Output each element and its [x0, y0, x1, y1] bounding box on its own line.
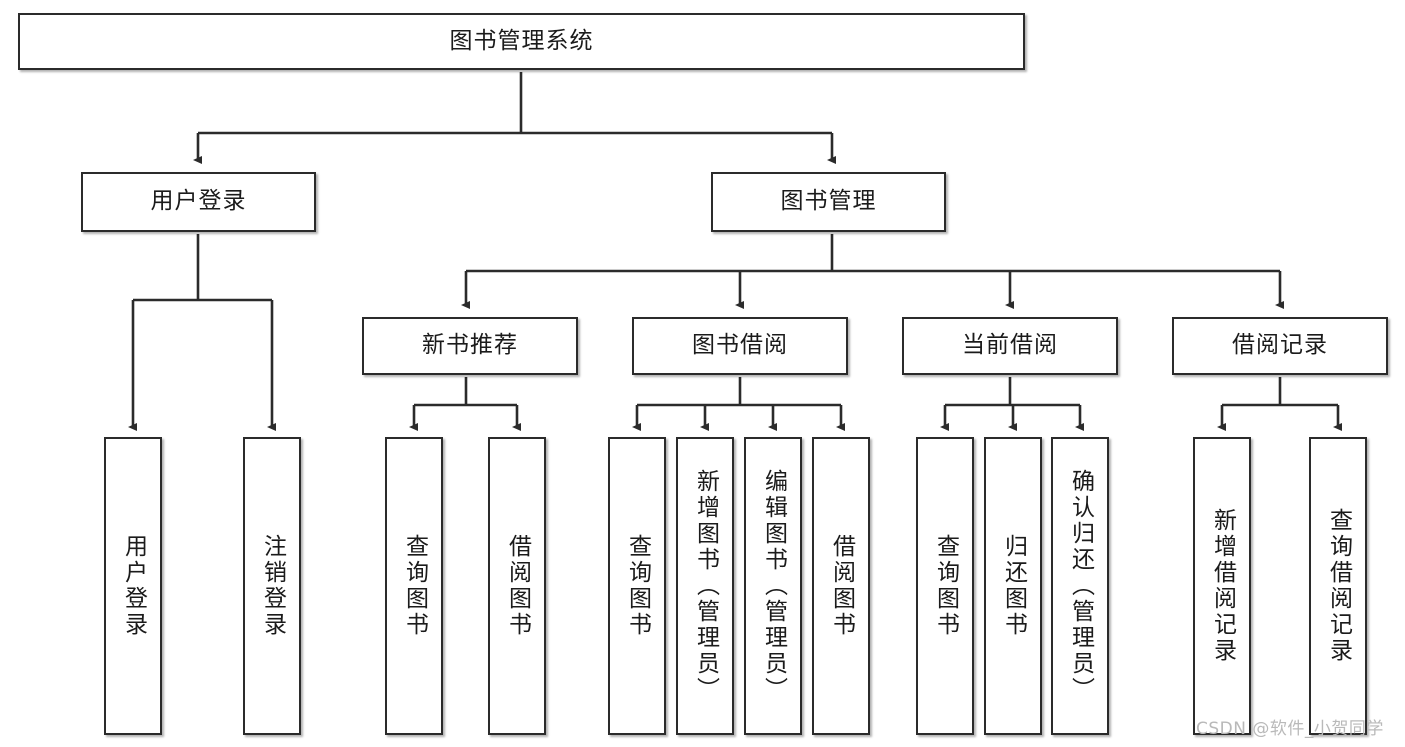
leaf-query-book-1-label: 查询图书 — [401, 534, 428, 638]
leaf-add-book[interactable]: 新增图书（管理员） — [676, 437, 734, 735]
node-book-borrow[interactable]: 图书借阅 — [632, 317, 848, 375]
node-book-management[interactable]: 图书管理 — [711, 172, 946, 232]
node-new-book-recommend-label: 新书推荐 — [422, 332, 518, 359]
leaf-logout-label: 注销登录 — [259, 534, 286, 638]
leaf-query-book-1[interactable]: 查询图书 — [385, 437, 443, 735]
node-user-login[interactable]: 用户登录 — [81, 172, 316, 232]
node-new-book-recommend[interactable]: 新书推荐 — [362, 317, 578, 375]
leaf-confirm-return[interactable]: 确认归还（管理员） — [1051, 437, 1109, 735]
node-book-management-label: 图书管理 — [780, 188, 877, 215]
node-book-borrow-label: 图书借阅 — [692, 332, 788, 359]
leaf-borrow-book-1[interactable]: 借阅图书 — [488, 437, 546, 735]
leaf-add-record-label: 新增借阅记录 — [1209, 508, 1236, 664]
leaf-user-login-label: 用户登录 — [120, 534, 147, 638]
leaf-edit-book[interactable]: 编辑图书（管理员） — [744, 437, 802, 735]
leaf-query-record[interactable]: 查询借阅记录 — [1309, 437, 1367, 735]
leaf-return-book[interactable]: 归还图书 — [984, 437, 1042, 735]
watermark: CSDN @软件_小贺同学 — [1196, 719, 1384, 739]
leaf-query-book-3[interactable]: 查询图书 — [916, 437, 974, 735]
node-user-login-label: 用户登录 — [150, 188, 247, 215]
leaf-add-book-label: 新增图书（管理员） — [692, 469, 719, 703]
leaf-add-record[interactable]: 新增借阅记录 — [1193, 437, 1251, 735]
leaf-edit-book-label: 编辑图书（管理员） — [760, 469, 787, 703]
leaf-return-book-label: 归还图书 — [1000, 534, 1027, 638]
leaf-borrow-book-2-label: 借阅图书 — [828, 534, 855, 638]
leaf-logout[interactable]: 注销登录 — [243, 437, 301, 735]
leaf-query-book-2[interactable]: 查询图书 — [608, 437, 666, 735]
node-current-borrow-label: 当前借阅 — [962, 332, 1058, 359]
leaf-user-login[interactable]: 用户登录 — [104, 437, 162, 735]
leaf-confirm-return-label: 确认归还（管理员） — [1067, 469, 1094, 703]
node-borrow-record-label: 借阅记录 — [1232, 332, 1328, 359]
leaf-borrow-book-1-label: 借阅图书 — [504, 534, 531, 638]
leaf-query-book-2-label: 查询图书 — [624, 534, 651, 638]
leaf-query-book-3-label: 查询图书 — [932, 534, 959, 638]
node-borrow-record[interactable]: 借阅记录 — [1172, 317, 1388, 375]
node-current-borrow[interactable]: 当前借阅 — [902, 317, 1118, 375]
node-root[interactable]: 图书管理系统 — [18, 13, 1025, 70]
leaf-borrow-book-2[interactable]: 借阅图书 — [812, 437, 870, 735]
leaf-query-record-label: 查询借阅记录 — [1325, 508, 1352, 664]
node-root-label: 图书管理系统 — [449, 27, 594, 54]
